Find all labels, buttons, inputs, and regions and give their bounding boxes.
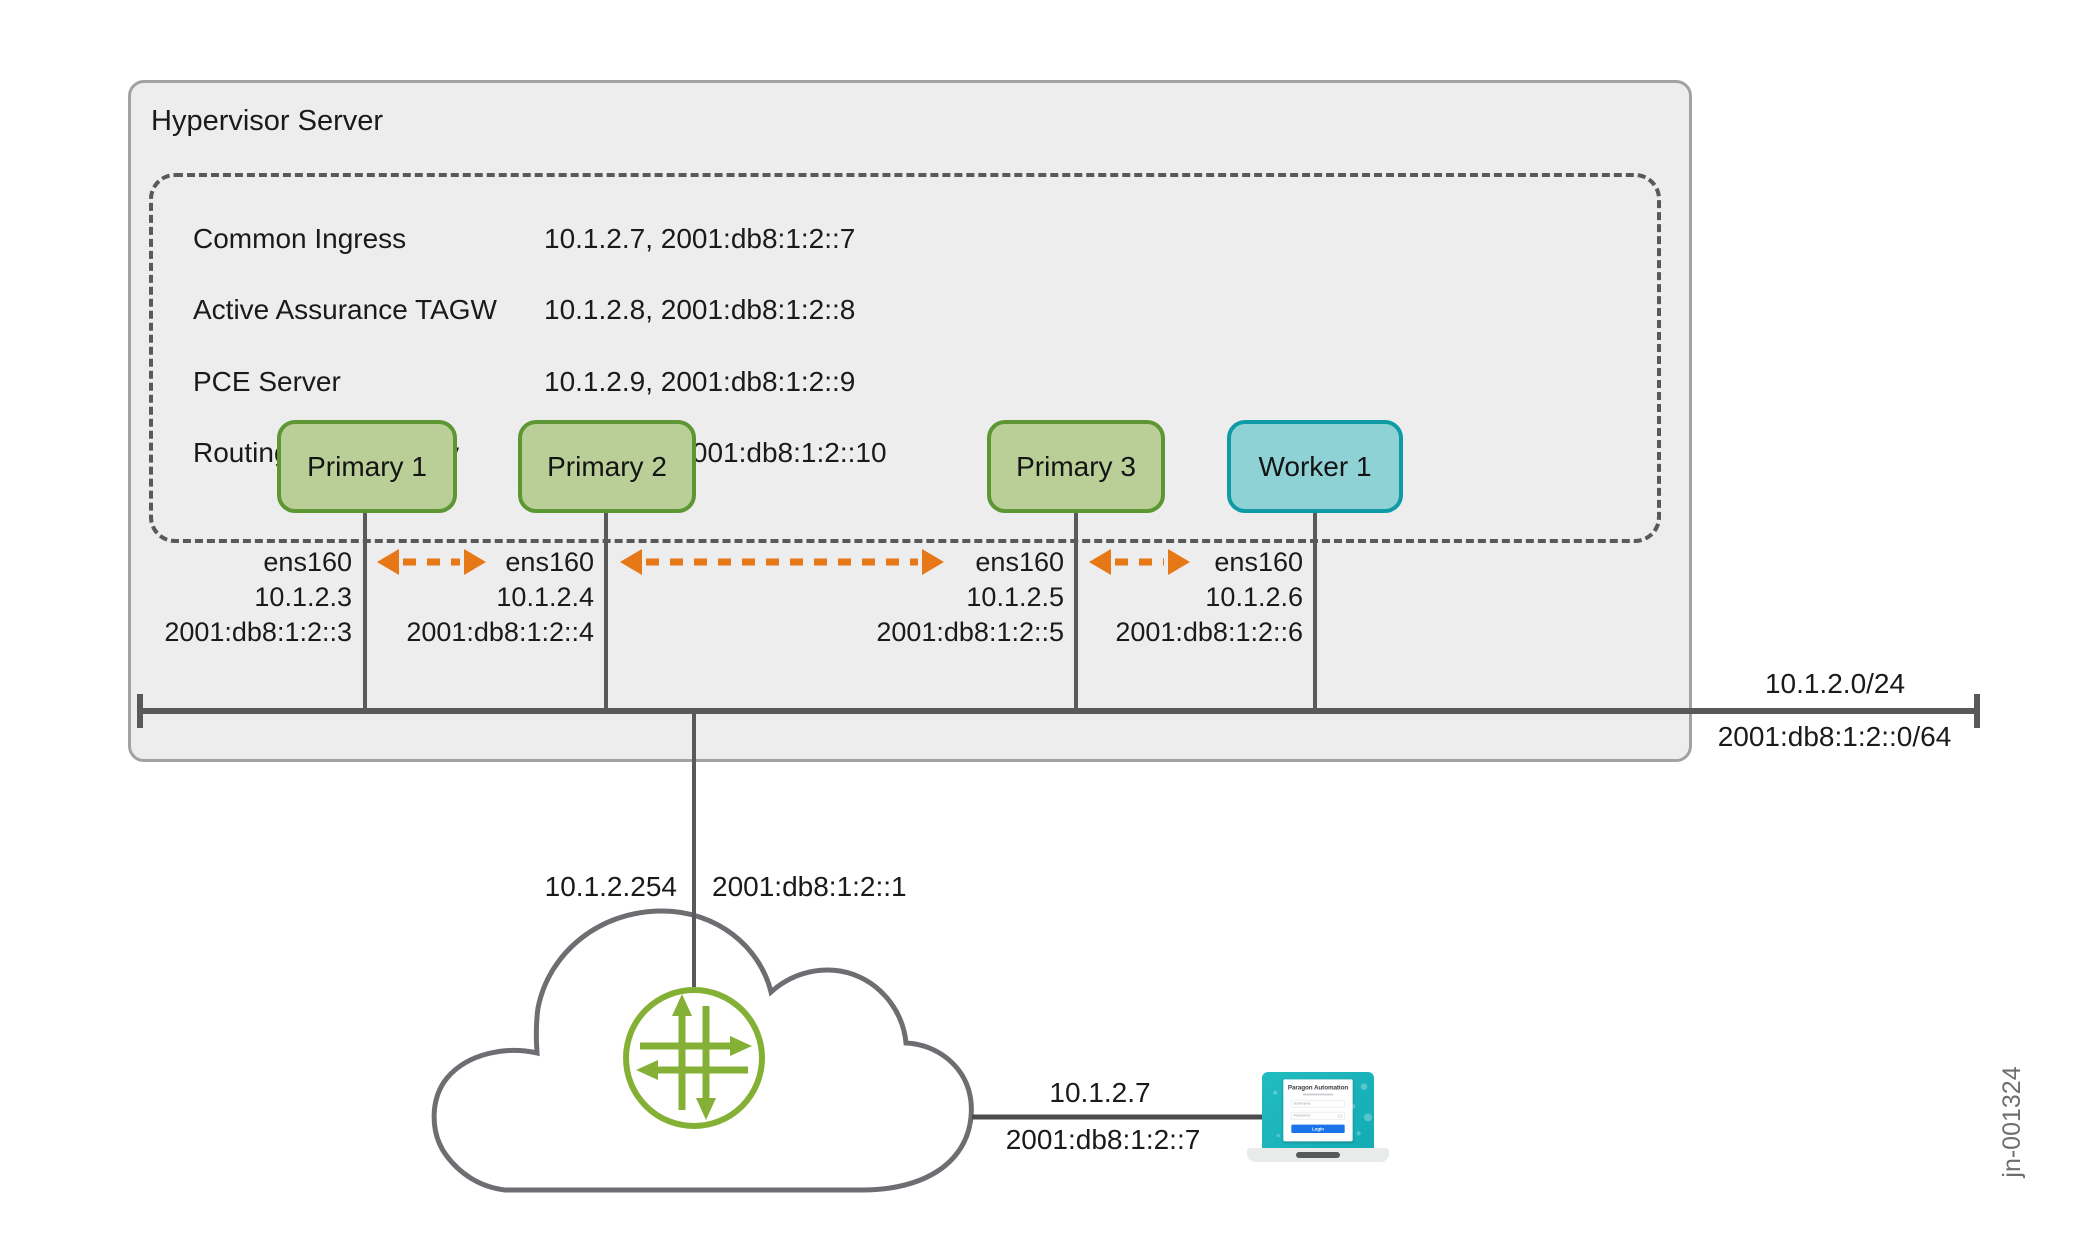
screen-bubble: [1364, 1113, 1373, 1122]
username-placeholder: Username: [1293, 1101, 1311, 1106]
node-primary-2: Primary 2: [518, 420, 696, 513]
interface-name: ens160: [263, 547, 352, 577]
login-subtitle-text: [1302, 1093, 1334, 1096]
juniper-router-icon: [623, 987, 765, 1129]
node-worker-1: Worker 1: [1227, 420, 1403, 513]
password-field: Password: [1291, 1112, 1345, 1120]
node-label: Primary 3: [1016, 450, 1136, 482]
screen-bubble: [1276, 1134, 1281, 1138]
interface-ipv4: 10.1.2.6: [1205, 582, 1303, 612]
node-label: Primary 2: [547, 450, 667, 482]
interface-labels-primary-2: ens160 10.1.2.4 2001:db8:1:2::4: [294, 545, 594, 650]
interface-labels-primary-1: ens160 10.1.2.3 2001:db8:1:2::3: [52, 545, 352, 650]
interface-labels-primary-3: ens160 10.1.2.5 2001:db8:1:2::5: [764, 545, 1064, 650]
laptop-screen: Paragon Automation Username Password Log…: [1262, 1072, 1374, 1149]
login-card: Paragon Automation Username Password Log…: [1283, 1079, 1353, 1142]
screen-bubble: [1360, 1083, 1368, 1091]
hypervisor-title: Hypervisor Server: [151, 105, 384, 137]
client-ipv6-label: 2001:db8:1:2::7: [1005, 1124, 1201, 1155]
service-row: Common Ingress 10.1.2.7, 2001:db8:1:2::7: [193, 203, 953, 275]
interface-name: ens160: [505, 547, 594, 577]
app-title: Paragon Automation: [1287, 1084, 1349, 1092]
password-eye-icon: [1338, 1114, 1343, 1118]
service-name: Active Assurance TAGW: [193, 294, 497, 326]
service-address: 10.1.2.9, 2001:db8:1:2::9: [544, 365, 856, 397]
interface-ipv6: 2001:db8:1:2::3: [164, 617, 352, 647]
shared-services-dashed-box: [149, 173, 1661, 543]
service-row: PCE Server 10.1.2.9, 2001:db8:1:2::9: [193, 346, 953, 418]
service-address: 10.1.2.8, 2001:db8:1:2::8: [544, 294, 856, 326]
figure-id: jn-001324: [1998, 1066, 2026, 1178]
node-primary-1: Primary 1: [277, 420, 457, 513]
gateway-ipv4-label: 10.1.2.254: [544, 871, 677, 902]
interface-ipv6: 2001:db8:1:2::5: [876, 617, 1064, 647]
interface-name: ens160: [1214, 547, 1303, 577]
laptop-screen-content: Paragon Automation Username Password Log…: [1262, 1072, 1374, 1149]
laptop-notch: [1296, 1152, 1340, 1158]
laptop-base: [1247, 1148, 1389, 1162]
screen-bubble: [1350, 1104, 1356, 1109]
service-address: 10.1.2.7, 2001:db8:1:2::7: [544, 222, 856, 254]
service-name: Common Ingress: [193, 222, 407, 254]
screen-bubble: [1273, 1090, 1278, 1095]
node-label: Primary 1: [307, 450, 427, 482]
interface-name: ens160: [975, 547, 1064, 577]
client-ipv4-label: 10.1.2.7: [1049, 1077, 1151, 1108]
interface-ipv4: 10.1.2.4: [496, 582, 594, 612]
node-label: Worker 1: [1258, 450, 1372, 482]
password-placeholder: Password: [1293, 1113, 1310, 1118]
node-primary-3: Primary 3: [987, 420, 1165, 513]
screen-bubble: [1356, 1131, 1361, 1136]
interface-labels-worker-1: ens160 10.1.2.6 2001:db8:1:2::6: [1003, 545, 1303, 650]
bus-ipv6-subnet-label: 2001:db8:1:2::0/64: [1717, 721, 1952, 752]
service-name: PCE Server: [193, 365, 341, 397]
service-row: Active Assurance TAGW 10.1.2.8, 2001:db8…: [193, 275, 953, 347]
gateway-ipv6-label: 2001:db8:1:2::1: [712, 871, 907, 902]
interface-ipv6: 2001:db8:1:2::4: [406, 617, 594, 647]
login-button: Login: [1291, 1124, 1345, 1134]
interface-ipv4: 10.1.2.5: [966, 582, 1064, 612]
username-field: Username: [1291, 1100, 1345, 1108]
interface-ipv4: 10.1.2.3: [254, 582, 352, 612]
interface-ipv6: 2001:db8:1:2::6: [1115, 617, 1303, 647]
network-cloud: [431, 908, 974, 1193]
bus-ipv4-subnet-label: 10.1.2.0/24: [1764, 668, 1906, 699]
